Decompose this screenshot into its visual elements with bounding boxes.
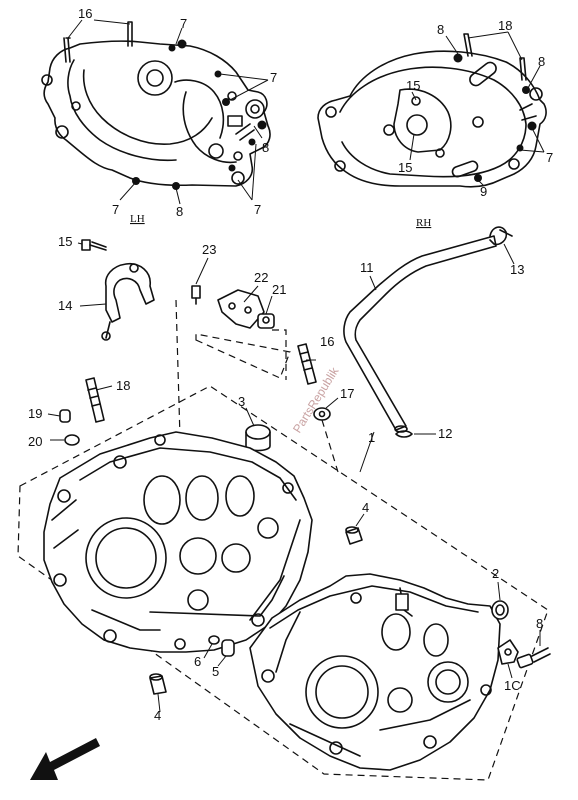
label-15-a: 15 <box>406 78 420 93</box>
label-16: 16 <box>320 334 334 349</box>
label-16-lh: 16 <box>78 6 92 21</box>
label-7-c: 7 <box>112 202 119 217</box>
front-direction-arrow-icon <box>30 738 100 780</box>
label-4-a: 4 <box>362 500 369 515</box>
label-22: 22 <box>254 270 268 285</box>
label-7-rh: 7 <box>546 150 553 165</box>
lh-crankcase-cover <box>41 21 271 190</box>
label-8-rh-b: 8 <box>538 54 545 69</box>
label-11: 11 <box>360 260 374 275</box>
ring-6 <box>203 635 220 659</box>
label-19: 19 <box>28 406 42 421</box>
label-7-a: 7 <box>180 16 187 31</box>
left-crankcase-half <box>43 431 313 653</box>
washer-17 <box>313 397 339 421</box>
assembly-boundary <box>17 299 549 781</box>
label-3: 3 <box>238 394 245 409</box>
breather-22 <box>217 285 265 329</box>
stud-16 <box>297 343 317 385</box>
right-crankcase-half <box>249 573 501 771</box>
label-2: 2 <box>492 566 499 581</box>
bearing-2 <box>491 581 509 620</box>
nut-21 <box>257 295 275 329</box>
label-20: 20 <box>28 434 42 449</box>
label-15-b: 15 <box>398 160 412 175</box>
dowel-4-upper <box>345 513 365 545</box>
label-4-b: 4 <box>154 708 161 723</box>
label-8-d: 8 <box>536 616 543 631</box>
label-10: 1C <box>504 678 521 693</box>
label-18-rh: 18 <box>498 18 512 33</box>
dowel-4-lower <box>149 673 167 713</box>
watermark: PartsRepublik <box>290 364 342 436</box>
label-8-b: 8 <box>176 204 183 219</box>
hose-clip-13 <box>489 226 515 265</box>
dowel-5 <box>217 639 235 667</box>
lh-leader-lines <box>67 19 269 205</box>
label-9: 9 <box>480 184 487 199</box>
label-5: 5 <box>212 664 219 679</box>
label-12: 12 <box>438 426 452 441</box>
bolt-8 <box>516 630 551 669</box>
label-21: 21 <box>272 282 286 297</box>
stud-18 <box>85 377 113 423</box>
label-6: 6 <box>194 654 201 669</box>
rh-leader-lines <box>409 31 545 187</box>
plate-10 <box>497 639 519 679</box>
label-7-b: 7 <box>270 70 277 85</box>
label-8-rh-a: 8 <box>437 22 444 37</box>
rh-crankcase-cover <box>317 33 547 188</box>
part-19 <box>47 409 71 423</box>
clip-12 <box>395 430 436 438</box>
label-17: 17 <box>340 386 354 401</box>
bolt-15 <box>77 239 107 251</box>
label-18: 18 <box>116 378 130 393</box>
washer-20 <box>50 434 80 446</box>
bearing-3 <box>245 407 271 452</box>
bracket-14 <box>79 262 155 341</box>
label-7-d: 7 <box>254 202 261 217</box>
label-23: 23 <box>202 242 216 257</box>
rh-side-label: RH <box>416 217 431 229</box>
label-13: 13 <box>510 262 524 277</box>
label-14: 14 <box>58 298 72 313</box>
label-1: 1 <box>368 430 375 445</box>
label-8-a: 8 <box>262 140 269 155</box>
lh-side-label: LH <box>130 213 145 225</box>
label-15: 15 <box>58 234 72 249</box>
bolt-23 <box>191 257 209 305</box>
